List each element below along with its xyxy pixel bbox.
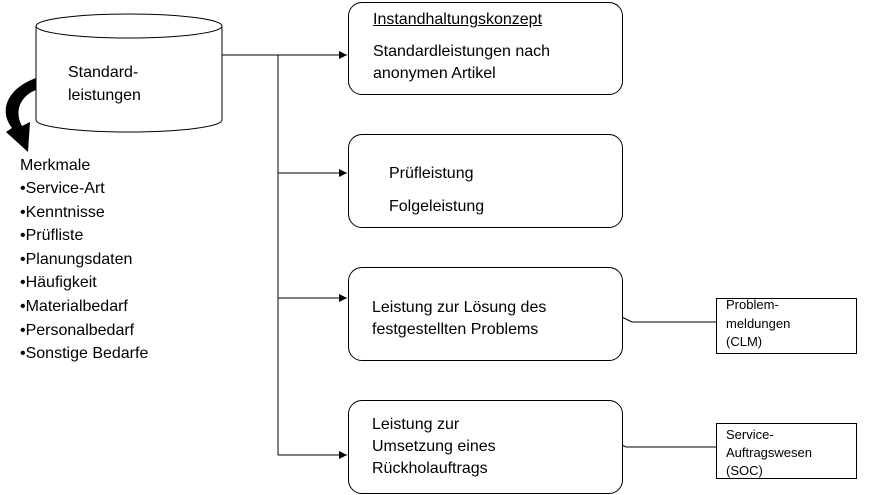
- soc-line1: Service-: [726, 427, 774, 442]
- list-item: •Sonstige Bedarfe: [20, 345, 149, 363]
- box1-title: Instandhaltungskonzept: [373, 11, 543, 28]
- cylinder-label-line2: leistungen: [68, 87, 141, 104]
- box2-line2: Folgeleistung: [389, 198, 485, 215]
- list-item: •Prüfliste: [20, 227, 84, 245]
- list-item: •Personalbedarf: [20, 321, 135, 339]
- features-list: •Service-Art •Kenntnisse •Prüfliste •Pla…: [20, 177, 148, 366]
- box-problem-solution: Leistung zur Lösung des festgestellten P…: [348, 267, 623, 361]
- box-problem-reports-clm: Problem- meldungen (CLM): [716, 297, 857, 354]
- clm-line1: Problem-: [726, 297, 779, 312]
- cylinder-label-line1: Standard-: [68, 64, 139, 81]
- list-item: •Materialbedarf: [20, 297, 128, 315]
- box4-line2: Umsetzung eines: [372, 438, 496, 455]
- database-cylinder: [35, 13, 223, 133]
- list-item: •Service-Art: [20, 180, 105, 197]
- soc-line3: (SOC): [726, 463, 763, 478]
- box-maintenance-concept: Instandhaltungskonzept Standardleistunge…: [348, 2, 623, 95]
- box1-line2: anonymen Artikel: [373, 65, 496, 82]
- box4-line1: Leistung zur: [372, 416, 460, 433]
- box-inspection-services: Prüfleistung Folgeleistung: [348, 134, 623, 228]
- list-item: •Planungsdaten: [20, 250, 133, 268]
- box2-line1: Prüfleistung: [389, 165, 474, 182]
- clm-line3: (CLM): [726, 334, 763, 349]
- curved-arrow-icon: [5, 78, 36, 152]
- box3-line1: Leistung zur Lösung des: [372, 299, 547, 316]
- box3-line2: festgestellten Problems: [372, 321, 539, 338]
- box-return-order: Leistung zur Umsetzung eines Rückholauft…: [348, 400, 623, 494]
- features-heading: Merkmale: [20, 157, 91, 174]
- clm-line2: meldungen: [726, 316, 791, 331]
- list-item: •Häufigkeit: [20, 274, 97, 292]
- box4-line3: Rückholauftrags: [372, 460, 488, 477]
- connector-lines: [222, 51, 716, 459]
- list-item: •Kenntnisse: [20, 203, 105, 221]
- soc-line2: Auftragswesen: [726, 445, 812, 460]
- box-service-orders-soc: Service- Auftragswesen (SOC): [716, 423, 857, 479]
- box1-line1: Standardleistungen nach: [373, 43, 551, 60]
